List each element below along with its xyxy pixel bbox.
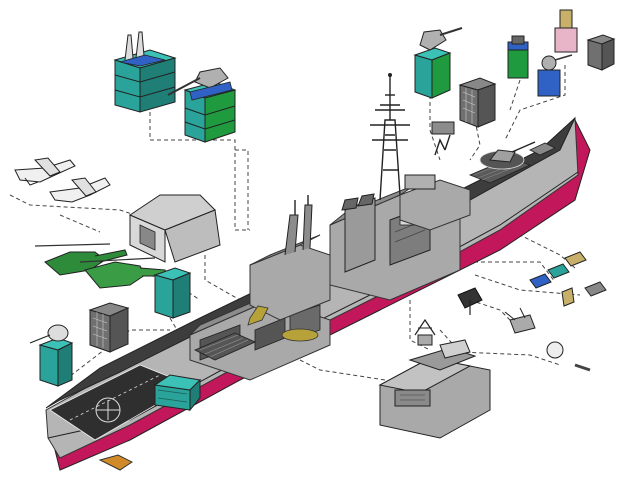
vertical-launch-module-icon (113, 31, 177, 113)
main-mast (370, 73, 410, 201)
launcher-box-icon (431, 121, 455, 135)
bridge-icon (378, 339, 491, 439)
sensor-equipment-icons (529, 251, 607, 307)
radar-array-icon (88, 302, 130, 353)
stern-propeller-icon (98, 454, 133, 471)
aft-vls-deck-block (153, 374, 202, 412)
small-gun-module-icon (537, 54, 573, 97)
forward-deck-weapons (468, 141, 556, 184)
ciws-module-icon (458, 77, 497, 128)
radar-dish-icon (29, 324, 74, 387)
hangar-icon (128, 194, 221, 263)
aft-mast-block (249, 195, 331, 321)
naval-gun-icon (167, 67, 237, 143)
forward-superstructure (399, 134, 471, 231)
midship-vls (194, 305, 269, 361)
antenna-cluster-icon (504, 307, 536, 334)
teal-module-icon (153, 267, 192, 319)
bridge-mast-icon (414, 318, 436, 346)
aircraft-icon (14, 157, 111, 203)
forward-gun-module-icon (413, 27, 463, 99)
sonar-dome-icon (546, 341, 591, 372)
grid-module-icon (586, 34, 616, 71)
torpedo-tube-icon (457, 287, 483, 315)
helicopter-icon (34, 243, 169, 289)
multi-module-icon (507, 35, 529, 79)
pink-module-icon (554, 9, 578, 53)
rhib-boat (281, 328, 319, 342)
